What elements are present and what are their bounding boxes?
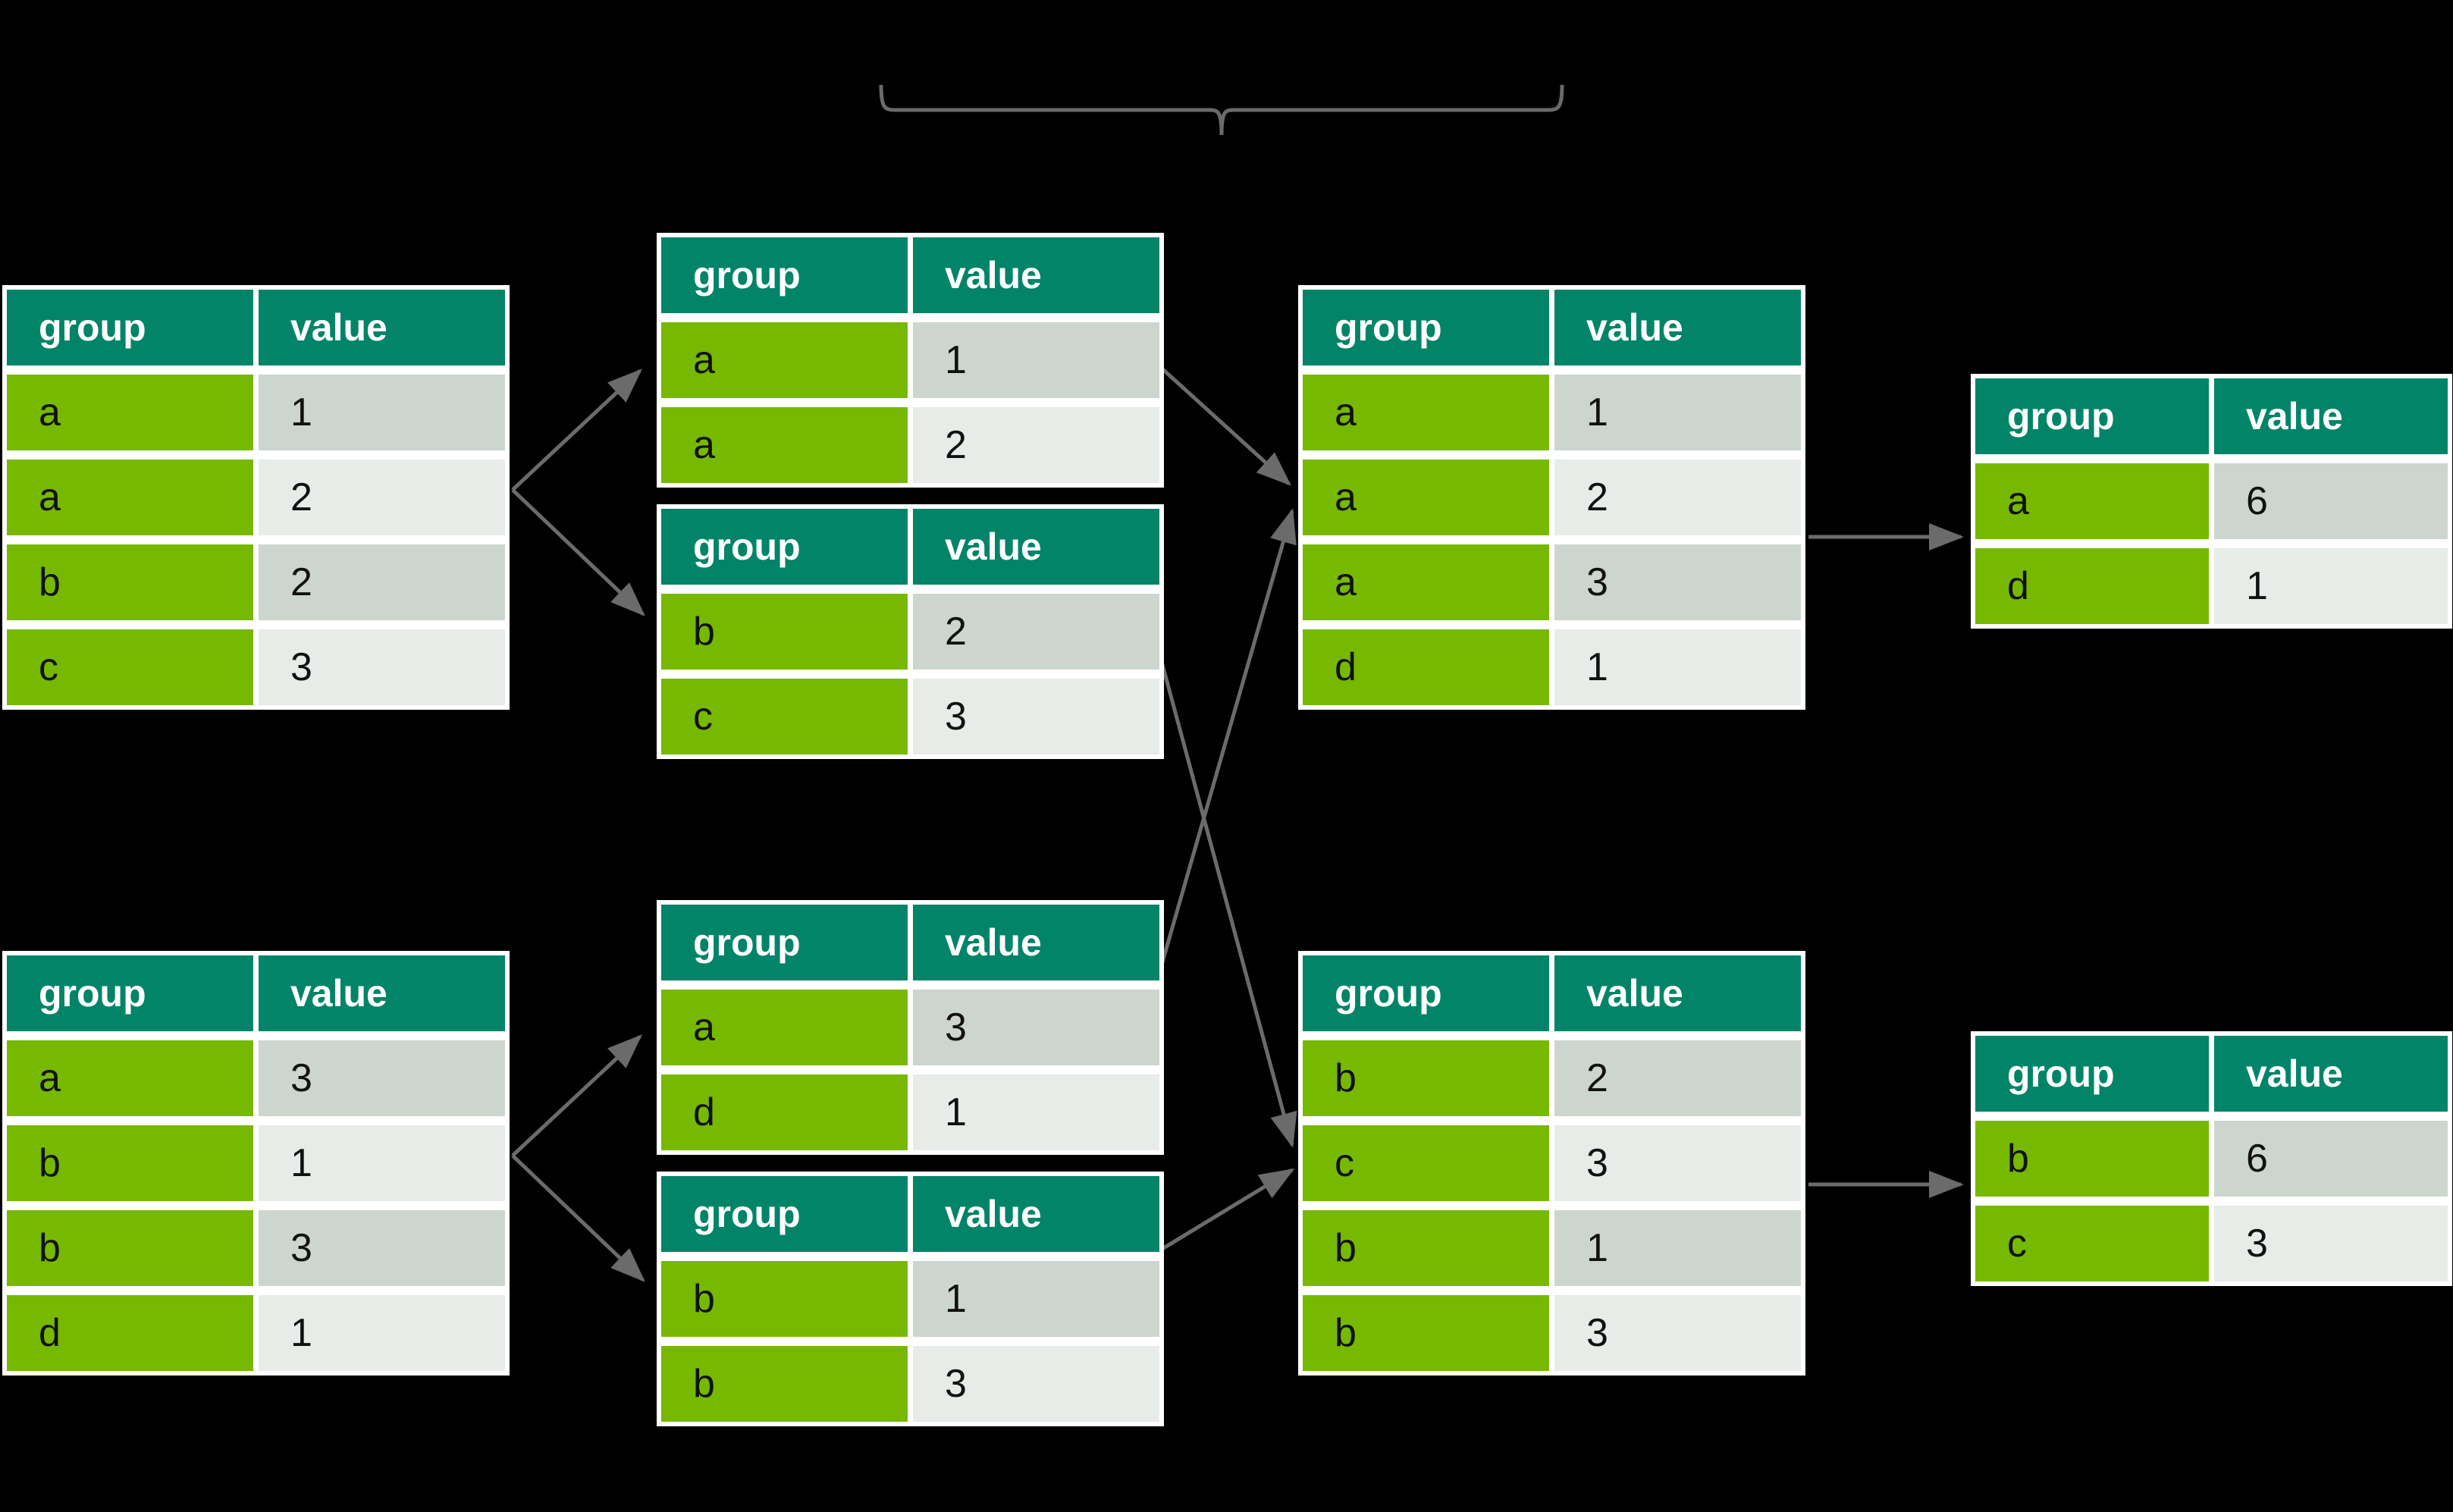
- group-cell: b: [1303, 1295, 1549, 1371]
- group-cell: b: [661, 1261, 908, 1337]
- value-cell: 1: [1554, 375, 1801, 450]
- value-cell: 3: [2214, 1206, 2448, 1281]
- value-cell: 3: [913, 679, 1159, 754]
- group-cell: a: [7, 375, 253, 450]
- group-cell: a: [1303, 460, 1549, 535]
- value-cell: 3: [259, 629, 505, 705]
- group-cell: b: [661, 1346, 908, 1422]
- group-cell: c: [7, 629, 253, 705]
- group-cell: a: [1975, 463, 2209, 539]
- group-cell: c: [661, 679, 908, 754]
- column-header-group: group: [661, 1176, 908, 1252]
- value-cell: 3: [913, 1346, 1159, 1422]
- column-header-group: group: [661, 237, 908, 313]
- group-cell: a: [661, 990, 908, 1065]
- group-cell: d: [1975, 548, 2209, 624]
- value-cell: 2: [913, 594, 1159, 670]
- group-cell: c: [1975, 1206, 2209, 1281]
- value-cell: 1: [913, 1074, 1159, 1150]
- value-cell: 2: [259, 460, 505, 535]
- group-cell: a: [1303, 375, 1549, 450]
- column-header-value: value: [913, 905, 1159, 980]
- column-header-value: value: [2214, 378, 2448, 454]
- column-header-value: value: [913, 237, 1159, 313]
- value-cell: 3: [1554, 544, 1801, 620]
- group-cell: b: [7, 1125, 253, 1201]
- column-header-group: group: [7, 955, 253, 1031]
- column-header-group: group: [661, 509, 908, 585]
- column-header-value: value: [913, 1176, 1159, 1252]
- group-cell: b: [1303, 1210, 1549, 1286]
- value-cell: 3: [1554, 1295, 1801, 1371]
- column-header-value: value: [1554, 290, 1801, 365]
- value-cell: 2: [259, 544, 505, 620]
- value-cell: 3: [259, 1210, 505, 1286]
- group-cell: b: [1975, 1121, 2209, 1197]
- value-cell: 2: [1554, 460, 1801, 535]
- column-header-group: group: [661, 905, 908, 980]
- curly-brace: [879, 84, 1564, 136]
- flow-arrow-5: [1150, 357, 1291, 486]
- column-header-group: group: [1303, 290, 1549, 365]
- value-cell: 1: [259, 1295, 505, 1371]
- column-header-value: value: [1554, 955, 1801, 1031]
- column-header-group: group: [1303, 955, 1549, 1031]
- column-header-value: value: [913, 509, 1159, 585]
- group-cell: d: [7, 1295, 253, 1371]
- column-header-group: group: [7, 290, 253, 365]
- value-cell: 1: [913, 322, 1159, 398]
- column-header-value: value: [259, 955, 505, 1031]
- value-cell: 1: [259, 375, 505, 450]
- group-cell: a: [1303, 544, 1549, 620]
- value-cell: 2: [913, 407, 1159, 483]
- flow-arrow-8: [1150, 1168, 1295, 1258]
- column-header-group: group: [1975, 1036, 2209, 1112]
- flow-arrow-2: [511, 488, 645, 616]
- value-cell: 6: [2214, 463, 2448, 539]
- value-cell: 3: [913, 990, 1159, 1065]
- group-cell: a: [7, 460, 253, 535]
- flow-arrow-4: [511, 1154, 645, 1282]
- column-header-group: group: [1975, 378, 2209, 454]
- value-cell: 1: [1554, 1210, 1801, 1286]
- group-cell: b: [7, 1210, 253, 1286]
- flow-arrow-6: [1149, 508, 1297, 1002]
- group-cell: d: [661, 1074, 908, 1150]
- value-cell: 1: [913, 1261, 1159, 1337]
- value-cell: 3: [1554, 1125, 1801, 1201]
- flow-arrow-7: [1149, 622, 1297, 1148]
- group-cell: b: [1303, 1040, 1549, 1116]
- group-cell: b: [661, 594, 908, 670]
- column-header-value: value: [259, 290, 505, 365]
- group-cell: a: [661, 407, 908, 483]
- group-cell: d: [1303, 629, 1549, 705]
- group-cell: a: [7, 1040, 253, 1116]
- group-cell: c: [1303, 1125, 1549, 1201]
- value-cell: 1: [1554, 629, 1801, 705]
- group-cell: a: [661, 322, 908, 398]
- flow-arrow-3: [511, 1034, 642, 1157]
- value-cell: 1: [259, 1125, 505, 1201]
- column-header-value: value: [2214, 1036, 2448, 1112]
- value-cell: 1: [2214, 548, 2448, 624]
- value-cell: 3: [259, 1040, 505, 1116]
- flow-arrow-1: [511, 369, 642, 491]
- group-cell: b: [7, 544, 253, 620]
- value-cell: 2: [1554, 1040, 1801, 1116]
- value-cell: 6: [2214, 1121, 2448, 1197]
